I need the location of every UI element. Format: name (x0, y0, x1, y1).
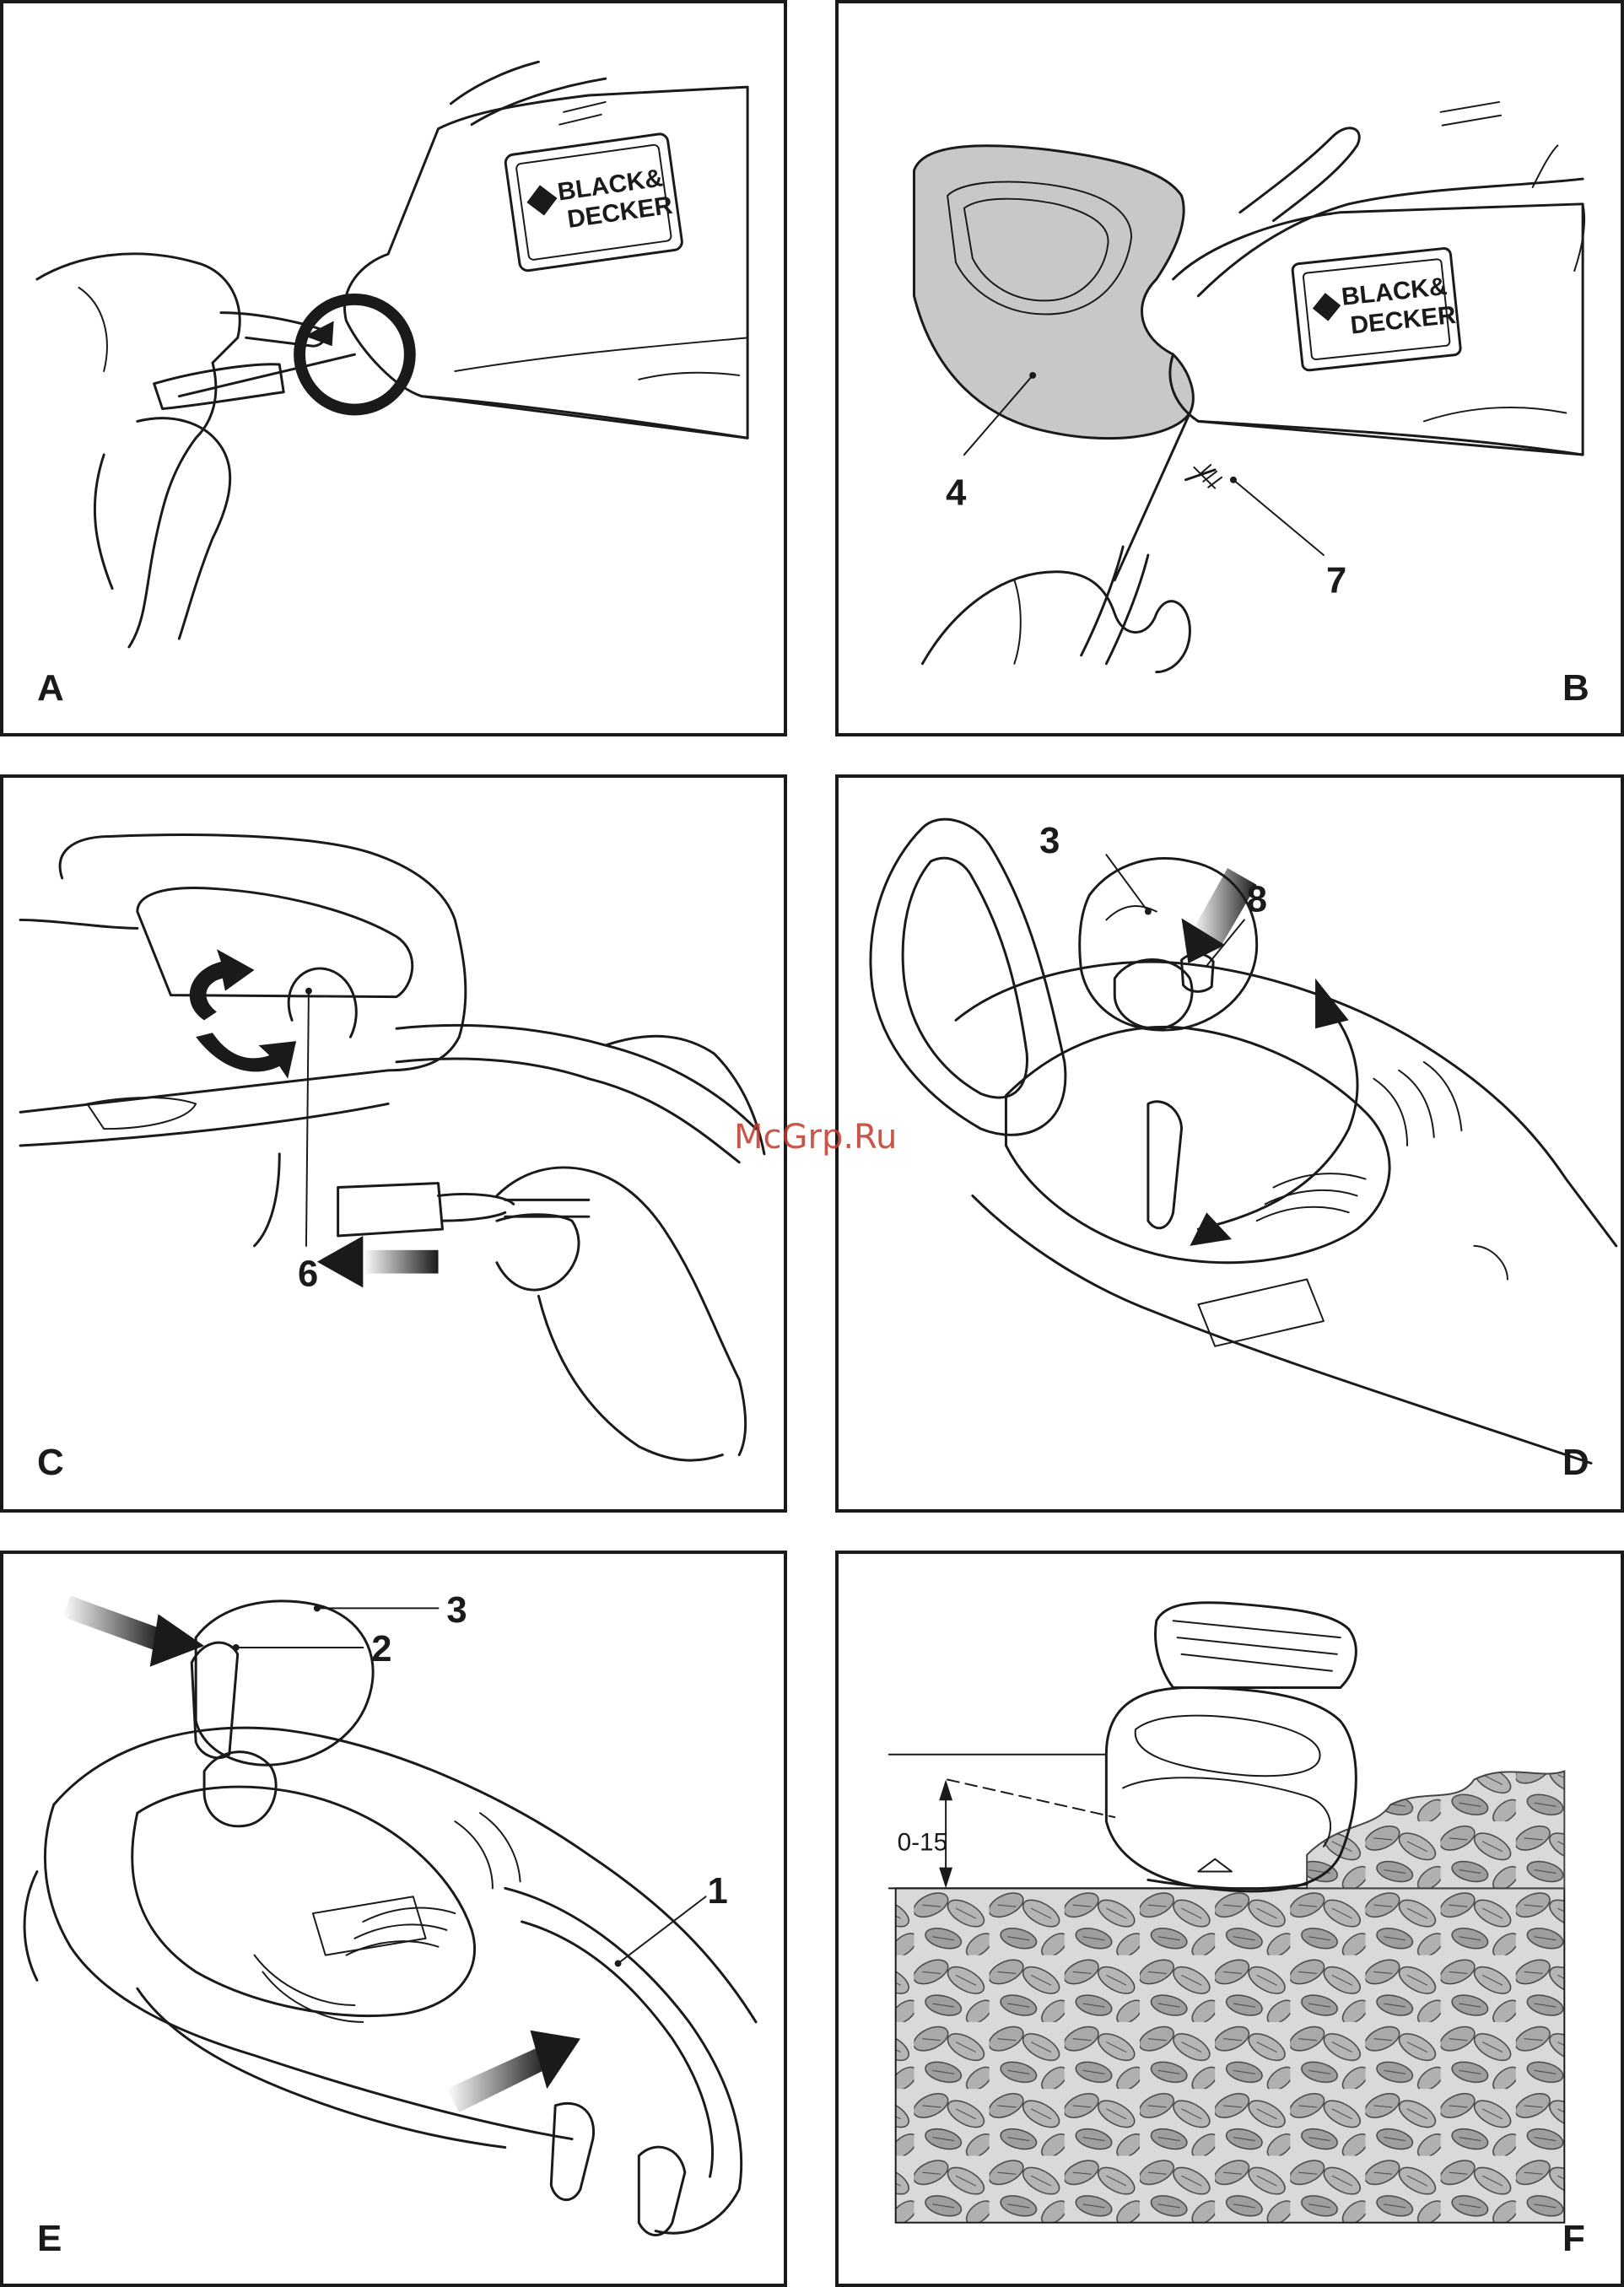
figure-panel-a: BLACK& DECKER A (0, 0, 787, 736)
callout-4: 4 (946, 473, 966, 514)
angle-label: 0-15 (898, 1829, 947, 1857)
illustration-two-hand-grip: 3 2 1 (3, 1554, 784, 2284)
illustration-cutting-angle: 0-15 (839, 1554, 1621, 2284)
figure-panel-e: 3 2 1 E (0, 1551, 787, 2287)
panel-label-b: B (1562, 670, 1589, 707)
figure-panel-c: 6 C (0, 774, 787, 1513)
callout-1: 1 (708, 1871, 728, 1912)
panel-label-a: A (37, 670, 64, 707)
illustration-switch-operation: 3 8 (839, 778, 1621, 1509)
figure-panel-b: BLACK& DECKER 4 7 B (835, 0, 1624, 736)
illustration-attach-guard: BLACK& DECKER 4 7 (839, 3, 1621, 733)
callout-3: 3 (1039, 821, 1060, 861)
illustration-remove-screw: BLACK& DECKER (3, 3, 784, 733)
callout-2: 2 (371, 1629, 391, 1669)
figure-panel-d: 3 8 D (835, 774, 1624, 1513)
watermark-text: McGrp.Ru (734, 1118, 897, 1157)
figure-panel-f: 0-15 F (835, 1551, 1624, 2287)
panel-label-d: D (1562, 1444, 1589, 1481)
panel-label-f: F (1562, 2220, 1585, 2257)
callout-7: 7 (1326, 561, 1346, 601)
panel-label-c: C (37, 1444, 64, 1481)
callout-8: 8 (1247, 880, 1267, 920)
illustration-cord-restraint: 6 (3, 778, 784, 1509)
hedge-foliage (896, 1888, 1565, 2222)
callout-6: 6 (298, 1254, 318, 1294)
panel-label-e: E (37, 2220, 62, 2257)
callout-3: 3 (446, 1590, 467, 1631)
